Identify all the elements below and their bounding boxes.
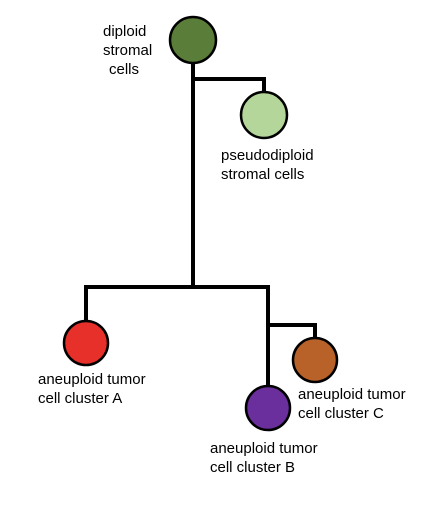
label-cluster-a: aneuploid tumor cell cluster A [38,370,146,408]
label-cluster-c: aneuploid tumor cell cluster C [298,385,406,423]
node-cluster-c [291,336,339,384]
edge-to-cluster-c [266,323,317,340]
label-line: cell cluster A [38,390,123,407]
label-cluster-b: aneuploid tumor cell cluster B [210,439,318,477]
label-line: stromal [103,42,153,59]
node-pseudodiploid-stromal [239,90,289,140]
node-cluster-b [244,384,292,432]
label-line: cell cluster C [298,405,384,422]
label-line: pseudodiploid [221,147,314,164]
label-line: cells [109,61,140,78]
node-diploid-stromal [168,15,218,65]
label-pseudodiploid-stromal: pseudodiploid stromal cells [221,146,314,184]
edge-to-pseudodiploid [191,77,266,96]
label-line: aneuploid tumor [210,440,318,457]
label-line: cell cluster B [210,459,296,476]
label-line: stromal cells [221,166,305,183]
node-cluster-a [62,319,110,367]
label-line: diploid [103,23,147,40]
label-line: aneuploid tumor [38,371,146,388]
label-diploid-stromal: diploid stromal cells [103,22,152,79]
label-line: aneuploid tumor [298,386,406,403]
